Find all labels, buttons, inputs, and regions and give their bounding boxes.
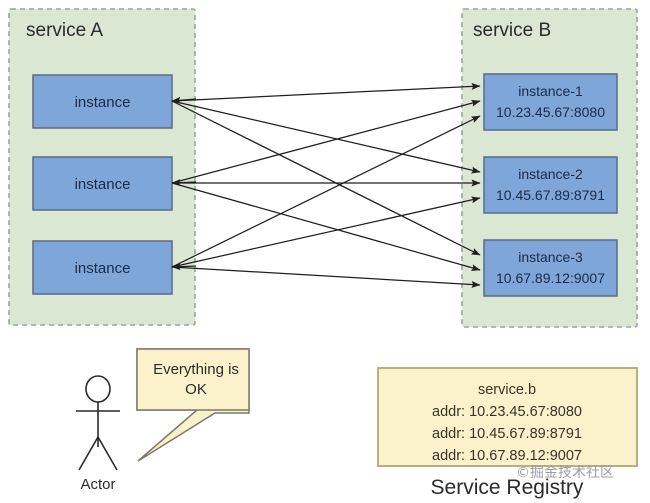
arrow-a1-b2 <box>171 100 481 174</box>
service-b-instance-1[interactable]: instance-1 10.23.45.67:8080 <box>483 73 618 131</box>
arrow-a2-b1 <box>171 99 481 184</box>
service-a-instance-2[interactable]: instance <box>32 156 173 211</box>
service-b-title: service B <box>473 20 551 41</box>
connection-arrows <box>171 82 481 288</box>
registry-caption: Service Registry <box>431 476 584 499</box>
arrow-a1-b3 <box>171 100 481 256</box>
instance-box[interactable] <box>32 156 173 211</box>
registry-entry: addr: 10.45.67.89:8791 <box>432 426 582 442</box>
service-a-instance-3[interactable]: instance <box>32 240 173 295</box>
service-a-instance-1[interactable]: instance <box>32 74 173 129</box>
actor-right-leg-icon <box>97 436 118 471</box>
instance-address: 10.23.45.67:8080 <box>496 104 605 120</box>
watermark-label: ©掘金技术社区 <box>516 465 614 481</box>
arrow-head-a1 <box>171 96 197 104</box>
instance-name: instance-2 <box>518 166 583 182</box>
actor-figure[interactable] <box>76 375 120 471</box>
arrow-head-a3 <box>171 263 197 271</box>
speech-bubble-line-2: OK <box>185 381 207 398</box>
instance-address: 10.67.89.12:9007 <box>496 270 605 286</box>
registry-entry: addr: 10.23.45.67:8080 <box>432 404 582 420</box>
registry-box[interactable] <box>377 367 638 467</box>
arrow-a3-b3 <box>171 266 481 288</box>
actor-label: Actor <box>80 476 115 493</box>
actor-head-icon <box>85 375 111 403</box>
instance-label: instance <box>75 176 131 193</box>
arrow-head-a2 <box>171 179 197 187</box>
instance-label: instance <box>75 94 131 111</box>
instance-box[interactable] <box>483 239 618 297</box>
instance-box[interactable] <box>32 74 173 129</box>
speech-bubble: Everything is OK <box>136 348 250 462</box>
registry-entry: addr: 10.67.89.12:9007 <box>432 448 582 464</box>
instance-box[interactable] <box>32 240 173 295</box>
instance-label: instance <box>75 260 131 277</box>
arrow-a3-b1 <box>171 115 481 268</box>
registry-service-name: service.b <box>478 382 536 398</box>
arrow-a2-b3 <box>171 182 481 272</box>
service-b-instance-2[interactable]: instance-2 10.45.67.89:8791 <box>483 156 618 214</box>
instance-box[interactable] <box>483 73 618 131</box>
service-registry[interactable]: service.b addr: 10.23.45.67:8080 addr: 1… <box>377 367 638 467</box>
service-b-instance-3[interactable]: instance-3 10.67.89.12:9007 <box>483 239 618 297</box>
actor-left-leg-icon <box>78 436 99 471</box>
instance-box[interactable] <box>483 156 618 214</box>
speech-bubble-line-1: Everything is <box>153 361 239 378</box>
instance-address: 10.45.67.89:8791 <box>496 187 605 203</box>
instance-name: instance-3 <box>518 249 583 265</box>
instance-name: instance-1 <box>518 83 583 99</box>
service-a-title: service A <box>26 20 103 41</box>
arrow-a1-b1 <box>171 82 481 102</box>
arrow-a3-b2 <box>171 196 481 268</box>
speech-bubble-body <box>136 348 250 411</box>
